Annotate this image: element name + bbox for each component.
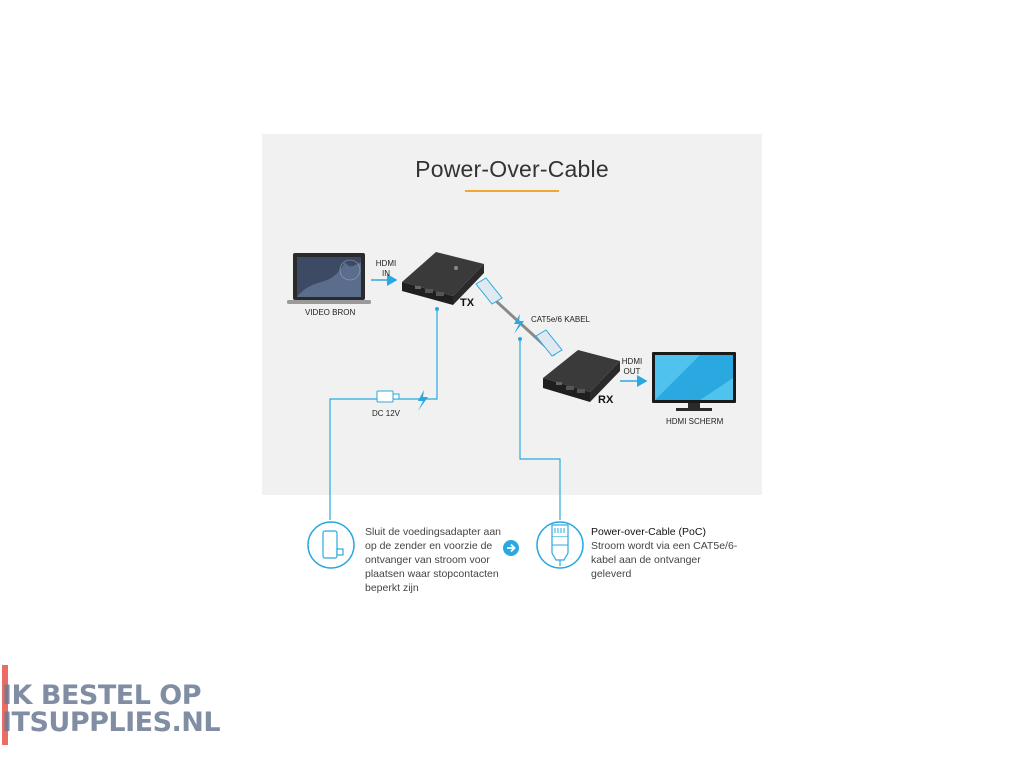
hdmi-out-label-line1: HDMI (621, 357, 643, 366)
poc-description-line: geleverd (591, 568, 632, 580)
adapter-description-line: beperkt zijn (365, 582, 419, 594)
dc-lightning-icon (418, 390, 428, 411)
watermark-line1: IK BESTEL OP (2, 680, 202, 711)
laptop-icon (287, 253, 371, 304)
poc-heading: Power-over-Cable (PoC) (591, 526, 706, 538)
hdmi-in-label: HDMI IN (374, 259, 398, 279)
rx-label: RX (598, 394, 614, 406)
ethernet-plug-icon (536, 521, 584, 569)
adapter-description-line: op de zender en voorzie de (365, 540, 493, 552)
adapter-description-line: Sluit de voedingsadapter aan (365, 526, 502, 538)
poc-line (518, 337, 561, 520)
watermark-line2: ITSUPPLIES.NL (2, 707, 221, 738)
title-underline (465, 190, 559, 192)
dc-label: DC 12V (372, 409, 401, 418)
lightning-icon (514, 314, 524, 334)
poc-description: Power-over-Cable (PoC) Stroom wordt via … (591, 525, 741, 581)
tx-device-icon (402, 252, 484, 305)
cable-label: CAT5e/6 KABEL (531, 315, 590, 324)
poc-description-line: Stroom wordt via een CAT5e/6- (591, 540, 738, 552)
hdmi-in-label-line1: HDMI (375, 259, 397, 268)
hdmi-screen-label: HDMI SCHERM (666, 417, 724, 426)
adapter-description-line: plaatsen waar stopcontacten (365, 568, 499, 580)
hdmi-out-label-line2: OUT (623, 367, 641, 376)
adapter-description: Sluit de voedingsadapter aan op de zende… (365, 525, 510, 595)
poc-description-line: kabel aan de ontvanger (591, 554, 701, 566)
power-adapter-icon (376, 390, 400, 403)
arrow-right-icon (503, 540, 519, 556)
hdmi-out-label: HDMI OUT (620, 357, 644, 377)
adapter-description-line: ontvanger van stroom voor (365, 554, 490, 566)
tx-label: TX (460, 297, 475, 309)
diagram-title: Power-Over-Cable (415, 156, 609, 182)
cat-cable (475, 277, 563, 357)
monitor-icon (652, 352, 736, 411)
watermark-bar (2, 665, 8, 745)
video-source-label: VIDEO BRON (305, 308, 356, 317)
rx-device-icon (543, 350, 620, 402)
adapter-circle-icon (307, 521, 355, 569)
hdmi-in-label-line2: IN (382, 269, 390, 278)
